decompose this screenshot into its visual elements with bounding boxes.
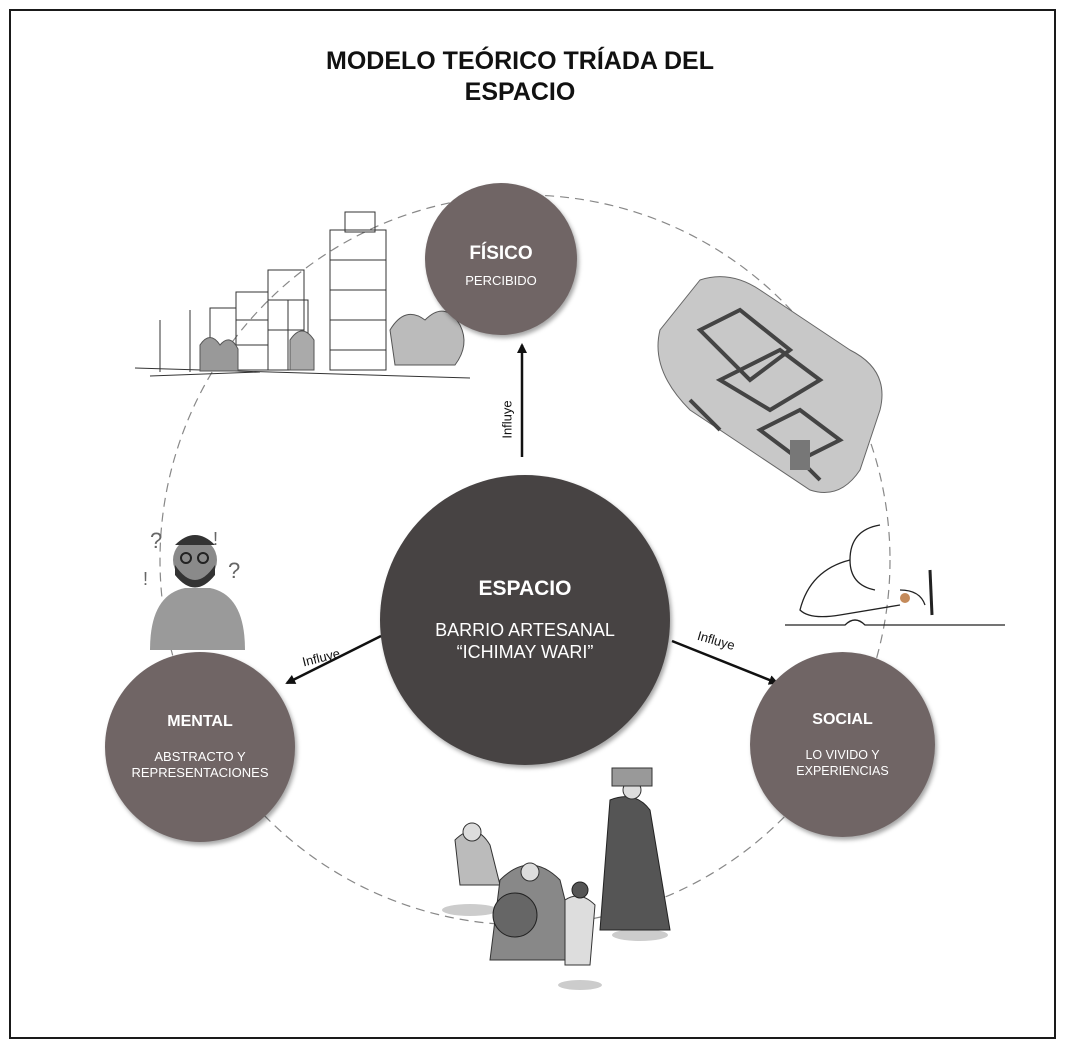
node-mental: MENTAL ABSTRACTO Y REPRESENTACIONES xyxy=(105,652,295,842)
svg-text:?: ? xyxy=(228,558,240,583)
arrow-label-to-fisico: Influye xyxy=(499,400,515,439)
city-sketch-illustration xyxy=(134,211,471,379)
svg-text:?: ? xyxy=(150,528,162,553)
title-line-2: ESPACIO xyxy=(464,78,576,106)
node-espacio-subtitle: BARRIO ARTESANAL “ICHIMAY WARI” xyxy=(435,620,615,662)
node-fisico: FÍSICO PERCIBIDO xyxy=(425,183,577,335)
arrow-to-social xyxy=(671,639,779,685)
arrow-to-mental xyxy=(285,634,382,685)
artisan-sketch-illustration xyxy=(785,524,1005,626)
svg-text:!: ! xyxy=(143,569,148,589)
page-title: MODELO TEÓRICO TRÍADA DEL ESPACIO xyxy=(300,46,740,108)
node-fisico-subtitle: PERCIBIDO xyxy=(465,273,537,288)
node-fisico-title: FÍSICO xyxy=(469,243,533,264)
title-line-1: MODELO TEÓRICO TRÍADA DEL xyxy=(326,47,714,75)
maze-hand-illustration xyxy=(657,276,883,493)
dancers-illustration xyxy=(442,767,671,990)
node-social-subtitle: LO VIVIDO Y EXPERIENCIAS xyxy=(796,747,889,778)
node-espacio-title: ESPACIO xyxy=(478,577,572,600)
node-mental-title: MENTAL xyxy=(167,713,233,730)
thinking-man-illustration: ? ? ! ! xyxy=(143,528,245,650)
node-social: SOCIAL LO VIVIDO Y EXPERIENCIAS xyxy=(750,652,935,837)
node-espacio: ESPACIO BARRIO ARTESANAL “ICHIMAY WARI” xyxy=(380,475,670,765)
node-mental-subtitle: ABSTRACTO Y REPRESENTACIONES xyxy=(131,749,269,780)
node-social-title: SOCIAL xyxy=(812,710,873,728)
svg-text:!: ! xyxy=(213,529,218,549)
